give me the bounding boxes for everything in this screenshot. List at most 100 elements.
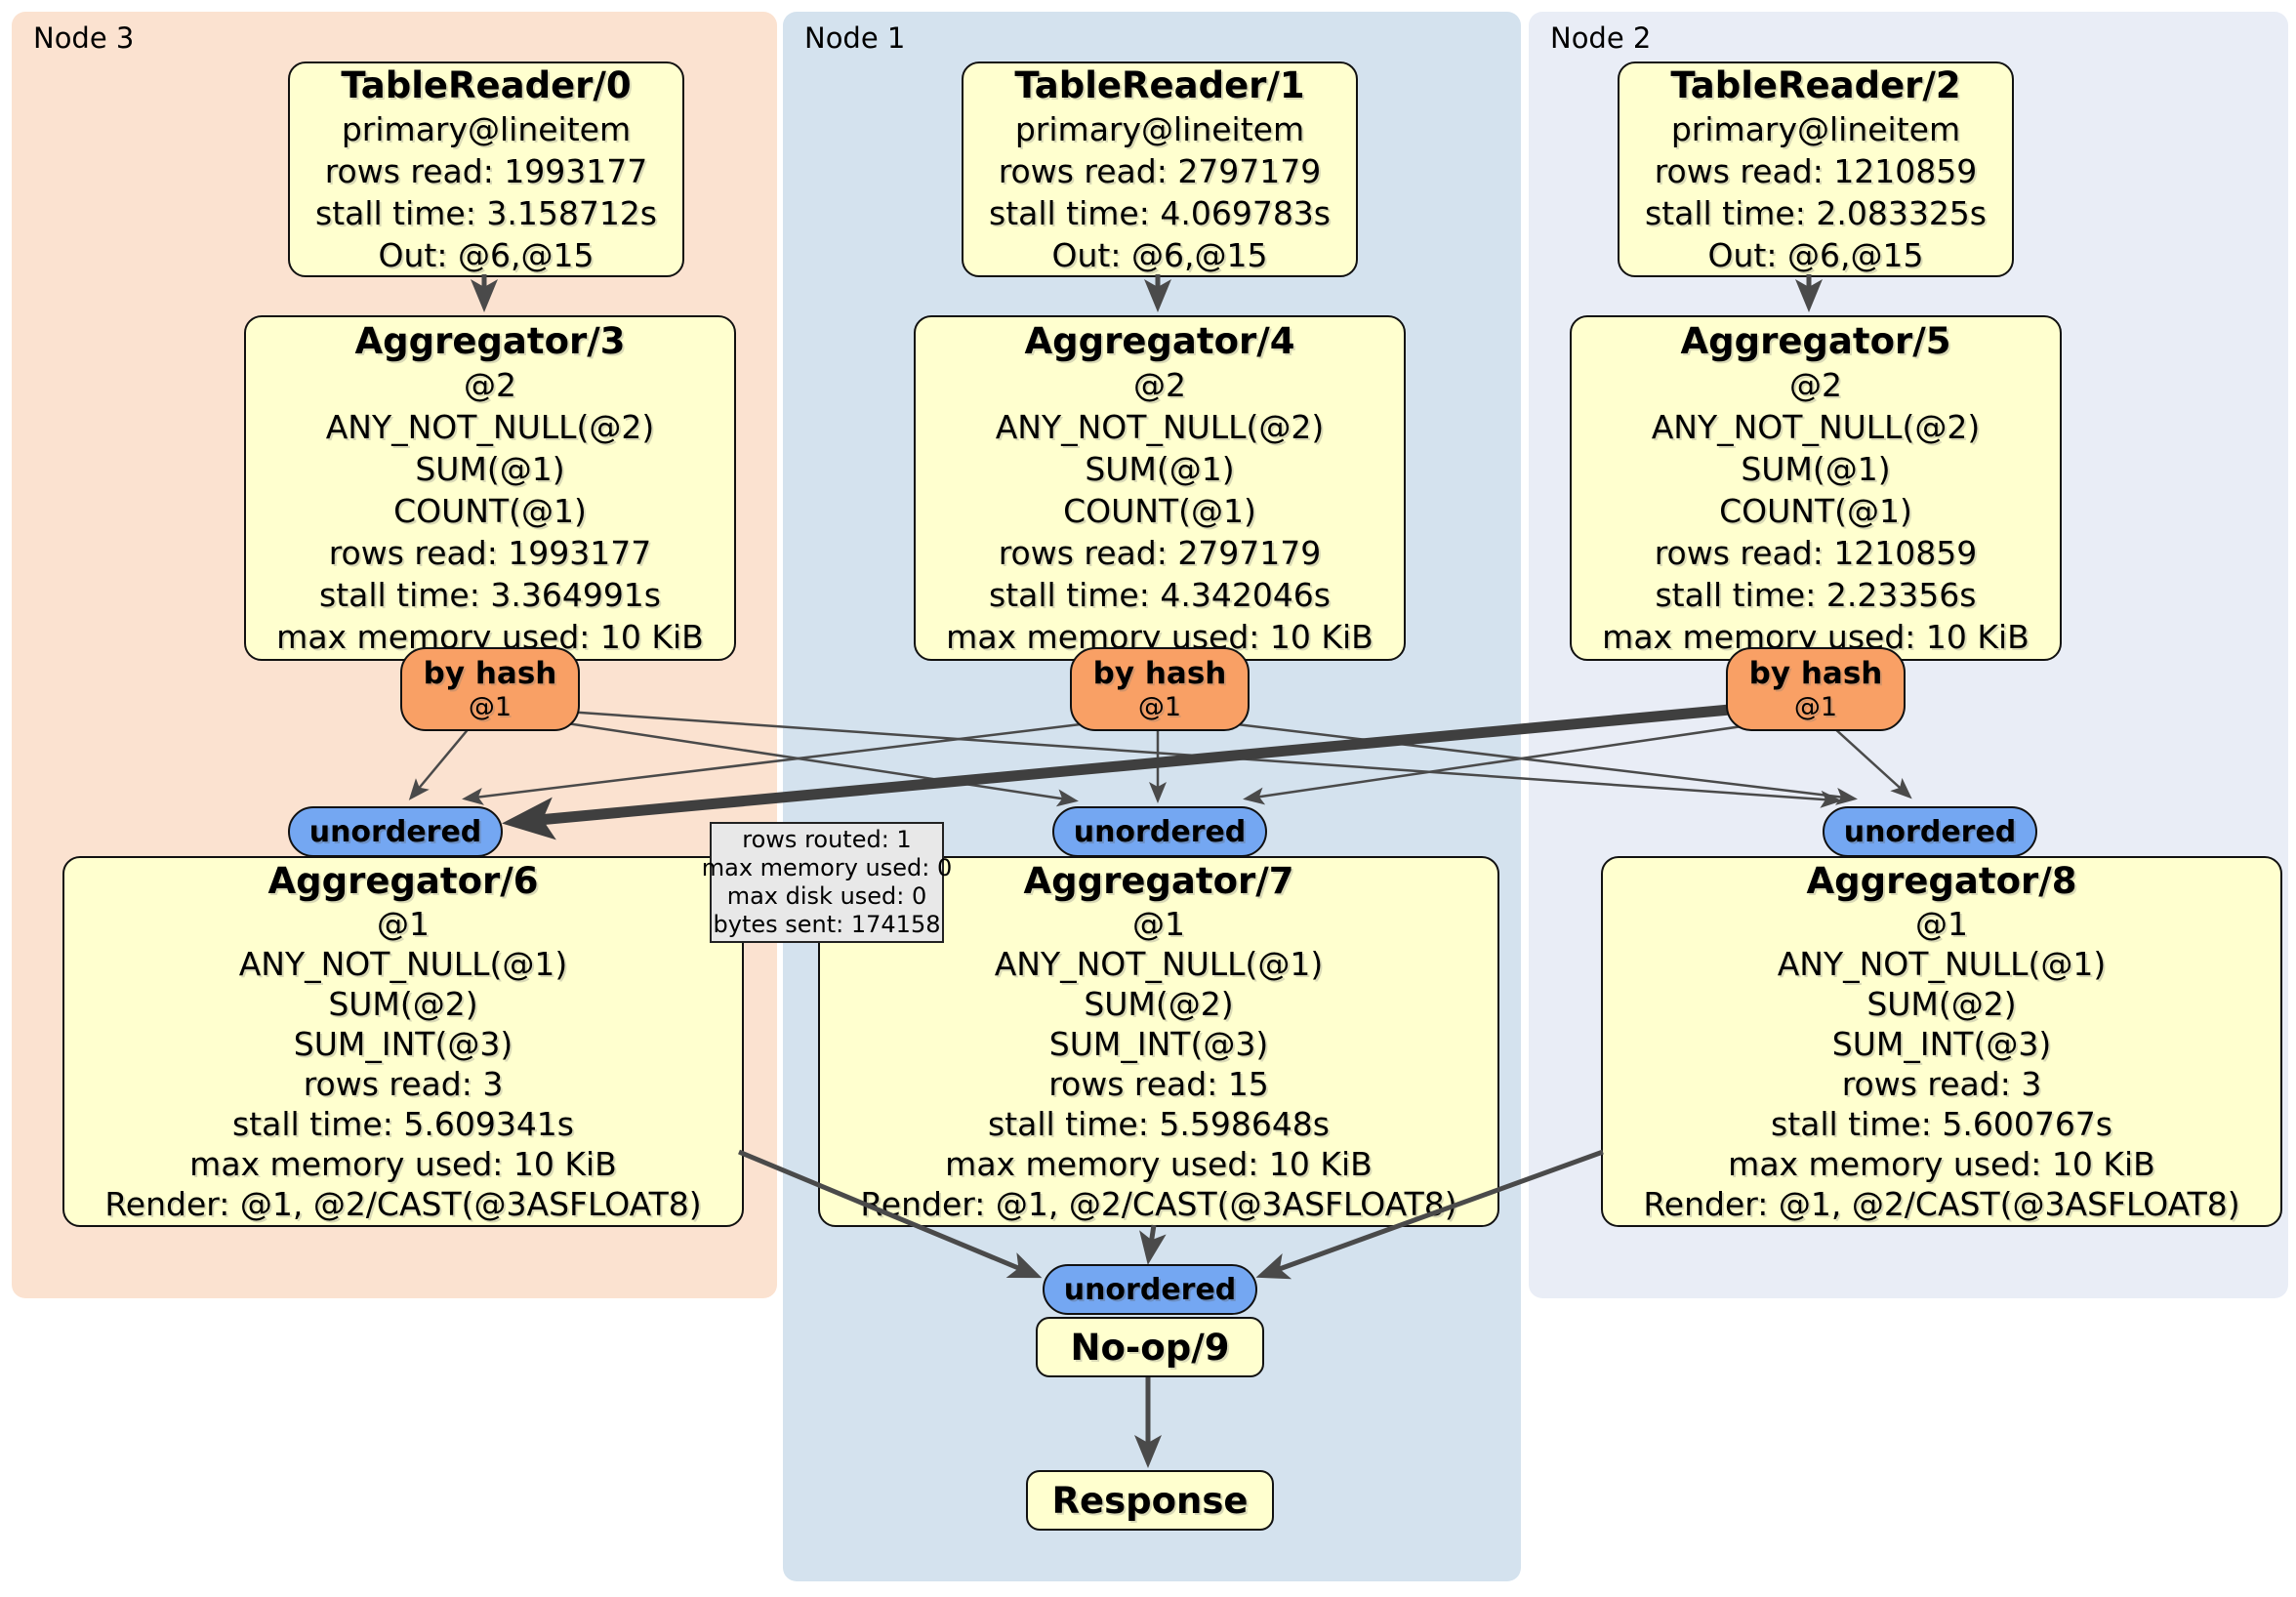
stat-line: Out: @6,@15	[1707, 235, 1924, 274]
stat-line: stall time: 2.083325s	[1645, 193, 1987, 232]
processor-title: No-op/9	[1070, 1326, 1230, 1369]
processor-title: Aggregator/3	[354, 319, 626, 362]
processor-title: TableReader/0	[341, 63, 632, 106]
stat-line: ANY_NOT_NULL(@2)	[325, 407, 655, 446]
stat-line: Out: @6,@15	[378, 235, 594, 274]
stat-line: stall time: 5.598648s	[988, 1105, 1330, 1143]
stream-label: unordered	[308, 814, 482, 849]
stat-line: @2	[464, 365, 516, 404]
region-label: Node 1	[804, 21, 906, 55]
router-key: @1	[468, 691, 512, 722]
stat-line: SUM(@1)	[415, 449, 565, 488]
router-key: @1	[1137, 691, 1182, 722]
stat-line: @1	[1915, 905, 1968, 943]
stat-line: Render: @1, @2/CAST(@3ASFLOAT8)	[860, 1185, 1457, 1223]
stat-line: rows read: 15	[1048, 1065, 1269, 1103]
stat-line: primary@lineitem	[341, 109, 632, 148]
processor-title: Aggregator/6	[267, 860, 539, 902]
router-label: by hash	[423, 655, 557, 691]
stat-line: stall time: 5.600767s	[1771, 1105, 2112, 1143]
stat-line: stall time: 3.158712s	[315, 193, 657, 232]
stat-line: stall time: 2.23356s	[1655, 575, 1977, 614]
stat-line: SUM(@1)	[1741, 449, 1891, 488]
stat-line: SUM(@1)	[1085, 449, 1235, 488]
stat-line: SUM_INT(@3)	[1048, 1025, 1269, 1063]
processor-title: Aggregator/5	[1680, 319, 1951, 362]
stat-line: rows read: 3	[303, 1065, 504, 1103]
stat-line: max disk used: 0	[726, 882, 927, 910]
processor-response[interactable]: Response	[1026, 1470, 1274, 1531]
stat-line: SUM_INT(@3)	[293, 1025, 513, 1063]
processor-title: TableReader/1	[1014, 63, 1305, 106]
region-label: Node 3	[33, 21, 135, 55]
stat-line: bytes sent: 174158	[713, 911, 941, 938]
stream-label: unordered	[1843, 814, 2017, 849]
stat-line: stall time: 4.342046s	[989, 575, 1331, 614]
stat-line: COUNT(@1)	[1719, 491, 1912, 530]
stat-line: ANY_NOT_NULL(@2)	[995, 407, 1325, 446]
stream-unordered-node3[interactable]: unordered	[288, 806, 503, 857]
stat-line: stall time: 3.364991s	[319, 575, 661, 614]
router-key: @1	[1793, 691, 1838, 722]
processor-title: Aggregator/4	[1024, 319, 1295, 362]
stat-line: SUM(@2)	[1084, 985, 1234, 1023]
router-by-hash-node3[interactable]: by hash @1	[400, 647, 580, 731]
router-by-hash-node2[interactable]: by hash @1	[1726, 647, 1906, 731]
stream-label: unordered	[1073, 814, 1247, 849]
stat-line: Render: @1, @2/CAST(@3ASFLOAT8)	[104, 1185, 702, 1223]
router-by-hash-node1[interactable]: by hash @1	[1070, 647, 1250, 731]
processor-noop-9[interactable]: No-op/9	[1036, 1317, 1264, 1377]
stat-line: COUNT(@1)	[393, 491, 587, 530]
stat-line: ANY_NOT_NULL(@2)	[1651, 407, 1981, 446]
stat-line: rows read: 2797179	[998, 533, 1322, 572]
region-label: Node 2	[1550, 21, 1652, 55]
stat-line: max memory used: 10 KiB	[1728, 1145, 2155, 1183]
stat-line: primary@lineitem	[1014, 109, 1305, 148]
stat-line: rows read: 1993177	[328, 533, 652, 572]
stream-unordered-node2[interactable]: unordered	[1823, 806, 2037, 857]
stat-line: @2	[1789, 365, 1842, 404]
stat-line: rows read: 3	[1841, 1065, 2042, 1103]
stat-line: SUM(@2)	[1866, 985, 2017, 1023]
router-label: by hash	[1748, 655, 1883, 691]
stream-unordered-node1[interactable]: unordered	[1052, 806, 1267, 857]
stat-line: max memory used: 10 KiB	[189, 1145, 617, 1183]
stat-line: rows read: 1210859	[1654, 533, 1978, 572]
stat-line: ANY_NOT_NULL(@1)	[1777, 945, 2107, 983]
stat-line: ANY_NOT_NULL(@1)	[238, 945, 568, 983]
stat-line: Out: @6,@15	[1051, 235, 1268, 274]
stream-unordered-final[interactable]: unordered	[1043, 1264, 1257, 1315]
stat-line: stall time: 5.609341s	[232, 1105, 574, 1143]
stat-line: rows read: 1993177	[324, 151, 648, 190]
stat-line: max memory used: 10 KiB	[945, 1145, 1373, 1183]
processor-title: Response	[1051, 1479, 1249, 1522]
processor-title: Aggregator/8	[1806, 860, 2077, 902]
stat-line: rows read: 1210859	[1654, 151, 1978, 190]
stat-line: primary@lineitem	[1670, 109, 1961, 148]
stat-line: rows routed: 1	[742, 826, 912, 853]
stat-line: stall time: 4.069783s	[989, 193, 1331, 232]
stat-line: COUNT(@1)	[1063, 491, 1256, 530]
stat-line: SUM_INT(@3)	[1831, 1025, 2052, 1063]
stat-line: @1	[377, 905, 430, 943]
stat-line: ANY_NOT_NULL(@1)	[994, 945, 1324, 983]
stat-line: @1	[1132, 905, 1185, 943]
stream-label: unordered	[1063, 1272, 1237, 1307]
